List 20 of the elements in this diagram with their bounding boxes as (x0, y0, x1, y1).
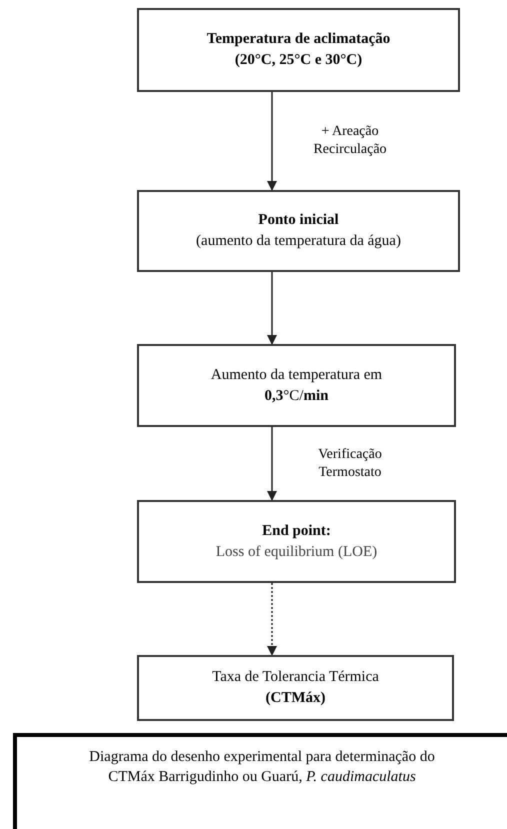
box-text: Taxa de Tolerancia Térmica (212, 668, 379, 687)
arrow (267, 272, 277, 345)
box-text: Ponto inicial (258, 211, 339, 230)
box-text: (20°C, 25°C e 30°C) (234, 51, 362, 70)
process-box (137, 500, 456, 583)
box-text: Temperatura de aclimatação (206, 30, 390, 49)
box-text: 0,3°C/min (264, 386, 328, 406)
arrow (267, 583, 277, 656)
process-box (137, 344, 456, 427)
process-box (137, 655, 454, 721)
box-text: End point: (262, 522, 331, 540)
arrow (267, 92, 277, 191)
caption: Diagrama do desenho experimental para determinação do CTMáx Barrigudinho ou Guarú, P. caudimaculatus (88, 748, 436, 787)
box-text: (CTMáx) (266, 689, 326, 708)
process-box (137, 8, 460, 92)
process-box (137, 190, 460, 272)
box-text: Aumento da temperatura em (210, 366, 382, 384)
box-text: (aumento da temperatura da água) (196, 232, 401, 251)
box-text: Loss of equilibrium (LOE) (216, 542, 378, 562)
arrow (267, 427, 277, 501)
